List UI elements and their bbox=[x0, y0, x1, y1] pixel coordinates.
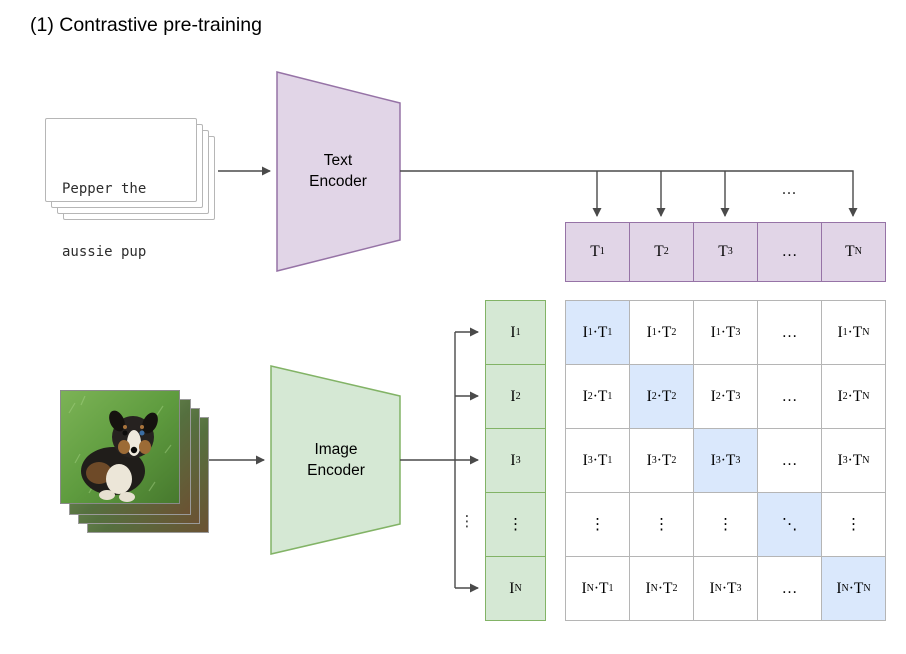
puppy-illustration bbox=[61, 391, 179, 503]
puppy-photo bbox=[60, 390, 180, 504]
left-vdots-label: ⋮ bbox=[459, 512, 475, 530]
matrix-cell-r3-c3: ⋱ bbox=[757, 492, 822, 557]
image-embedding-vdots: ⋮ bbox=[485, 492, 546, 557]
diagram-title: (1) Contrastive pre-training bbox=[30, 14, 262, 36]
text-card-front bbox=[45, 118, 197, 202]
matrix-cell-r3-c2: ⋮ bbox=[693, 492, 758, 557]
image-encoder-label: Image Encoder bbox=[307, 441, 365, 479]
arrow-image-trunk bbox=[400, 332, 456, 588]
matrix-cell-r3-c1: ⋮ bbox=[629, 492, 694, 557]
text-input-caption: Pepper the aussie pup bbox=[62, 137, 146, 305]
matrix-cell-r3-c4: ⋮ bbox=[821, 492, 886, 557]
text-embedding-ellipsis: … bbox=[757, 222, 822, 282]
matrix-cell-r1-c3: … bbox=[757, 364, 822, 429]
text-encoder-label: Text Encoder bbox=[309, 152, 367, 190]
top-ellipsis-label: … bbox=[781, 180, 797, 198]
matrix-cell-r3-c0: ⋮ bbox=[565, 492, 630, 557]
matrix-cell-r4-c3: … bbox=[757, 556, 822, 621]
matrix-cell-r0-c3: … bbox=[757, 300, 822, 365]
text-input-line-2: aussie pup bbox=[62, 244, 147, 260]
matrix-cell-r2-c3: … bbox=[757, 428, 822, 493]
text-input-line-1: Pepper the bbox=[62, 181, 147, 197]
